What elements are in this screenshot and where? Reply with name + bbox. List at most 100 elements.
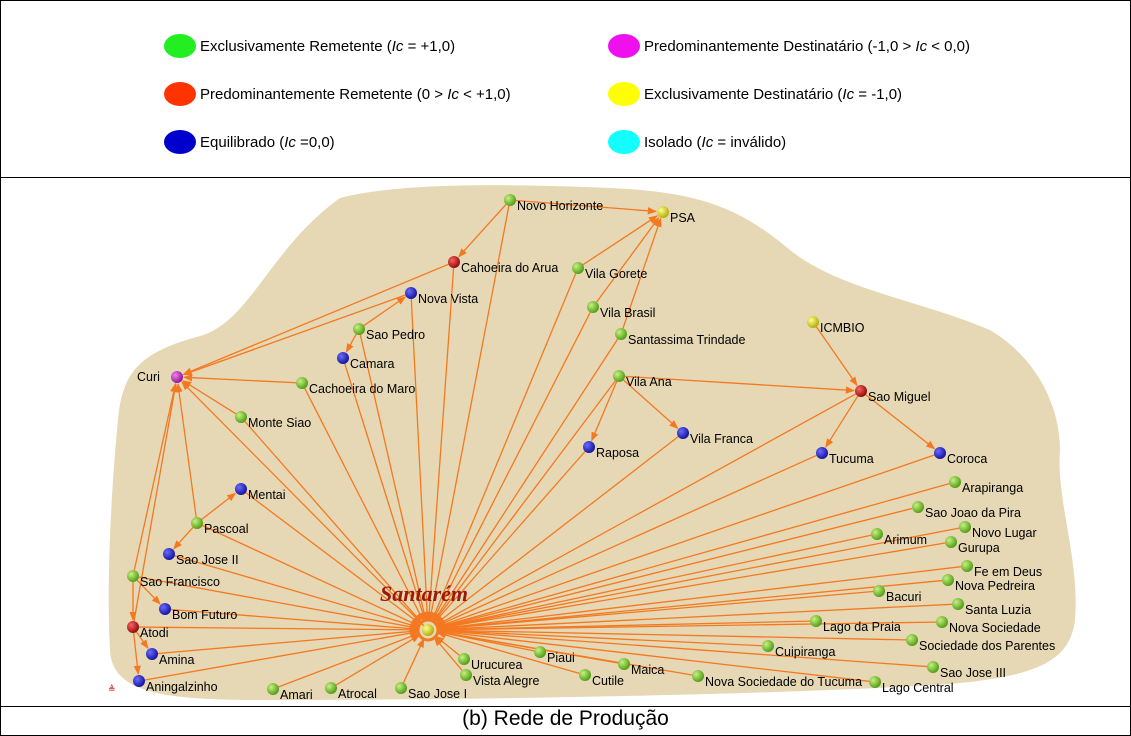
node-sao-jose-i	[395, 682, 407, 694]
node-label: Vista Alegre	[473, 674, 540, 688]
node-label: Novo Lugar	[972, 526, 1037, 540]
legend-text-ex-rem: Exclusivamente Remetente (Ic = +1,0)	[200, 37, 456, 55]
node-cuipiranga	[762, 640, 774, 652]
edge	[437, 627, 763, 647]
edge	[181, 381, 425, 627]
edge	[201, 492, 237, 520]
edge	[138, 626, 419, 634]
node-label: Amari	[280, 688, 313, 702]
node-sao-miguel	[855, 385, 867, 397]
edge	[157, 627, 419, 655]
edge	[135, 631, 149, 650]
node-label: Nova Sociedade	[949, 621, 1041, 635]
edge	[437, 628, 870, 682]
hub-node-santarem	[422, 624, 434, 636]
node-label: Sao Pedro	[366, 328, 425, 342]
node-sociedade-dos-parentes	[906, 634, 918, 646]
node-sao-jose-iii	[927, 661, 939, 673]
edge	[437, 590, 874, 633]
node-label: Pascoal	[204, 522, 248, 536]
legend-item-ex-dest: Exclusivamente Destinatário (Ic = -1,0)	[608, 82, 902, 106]
node-label: Sao Jose I	[408, 687, 467, 701]
node-label: Cachoeira do Maro	[309, 382, 415, 396]
edge	[515, 199, 657, 215]
edge	[359, 334, 428, 622]
edge	[410, 298, 431, 621]
node-tucuma	[816, 447, 828, 459]
edge	[138, 576, 420, 631]
legend-swatch-equil	[164, 130, 196, 154]
edge	[170, 608, 419, 633]
node-nova-sociedade	[936, 616, 948, 628]
edge	[436, 631, 580, 674]
legend-text-pred-rem: Predominantemente Remetente (0 > Ic < +1…	[200, 85, 511, 103]
node-santa-luzia	[952, 598, 964, 610]
node-sao-joao-da-pira	[912, 501, 924, 513]
node-label: Atodi	[140, 626, 169, 640]
node-nova-pedreira	[942, 574, 954, 586]
node-nova-vista	[405, 287, 417, 299]
legend-text-pred-dest: Predominantemente Destinatário (-1,0 > I…	[644, 37, 971, 55]
node-label: Sao Jose II	[176, 553, 239, 567]
node-mentai	[235, 483, 247, 495]
node-arimum	[871, 528, 883, 540]
edge	[244, 421, 423, 624]
edge	[345, 333, 357, 353]
edge	[335, 634, 421, 686]
node-raposa	[583, 441, 595, 453]
edges	[129, 199, 962, 688]
edge	[433, 636, 463, 671]
legend-text-equil: Equilibrado (Ic =0,0)	[200, 133, 335, 151]
edge	[427, 205, 510, 622]
node-label: Monte Siao	[248, 416, 311, 430]
edge	[133, 382, 178, 622]
node-cahoeira-do-arua	[448, 256, 460, 268]
node-label: Sociedade dos Parentes	[919, 639, 1055, 653]
node-label: Bacuri	[886, 590, 921, 604]
node-icmbio	[807, 316, 819, 328]
edge	[458, 204, 507, 258]
node-label: Bom Futuro	[172, 608, 237, 622]
node-label: Mentai	[248, 488, 286, 502]
node-label: Santa Luzia	[965, 603, 1031, 617]
edge	[623, 379, 679, 429]
node-label: Nova Sociedade do Tucuma	[705, 675, 862, 689]
node-amari	[267, 683, 279, 695]
node-sao-jose-ii	[163, 548, 175, 560]
node-label: Arapiranga	[962, 481, 1023, 495]
edge	[437, 627, 928, 668]
edge	[815, 326, 858, 387]
hub-label: Santarém	[380, 581, 468, 606]
node-bacuri	[873, 585, 885, 597]
node-label: Vila Brasil	[600, 306, 655, 320]
edge	[437, 621, 937, 634]
edge	[133, 632, 141, 675]
node-bom-futuro	[159, 603, 171, 615]
edge	[437, 579, 943, 632]
node-label: Maica	[631, 663, 664, 677]
node-label: Nova Pedreira	[955, 579, 1035, 593]
node-label: Nova Vista	[418, 292, 478, 306]
caption-divider	[0, 706, 1131, 707]
edge	[144, 629, 420, 681]
edge	[436, 507, 913, 630]
edge	[182, 263, 449, 375]
edge	[437, 603, 953, 633]
edge	[436, 527, 960, 631]
node-label: PSA	[670, 211, 696, 225]
node-curi	[171, 371, 183, 383]
edge	[436, 629, 619, 664]
edge	[402, 638, 425, 683]
edge	[363, 296, 406, 327]
legend-swatch-ex-rem	[164, 34, 196, 58]
node-vista-alegre	[460, 669, 472, 681]
node-camara	[337, 352, 349, 364]
edge	[582, 215, 658, 266]
edge	[183, 374, 297, 384]
node-sao-francisco	[127, 570, 139, 582]
node-vila-franca	[677, 427, 689, 439]
node-fe-em-deus	[961, 560, 973, 572]
edge	[182, 294, 406, 376]
